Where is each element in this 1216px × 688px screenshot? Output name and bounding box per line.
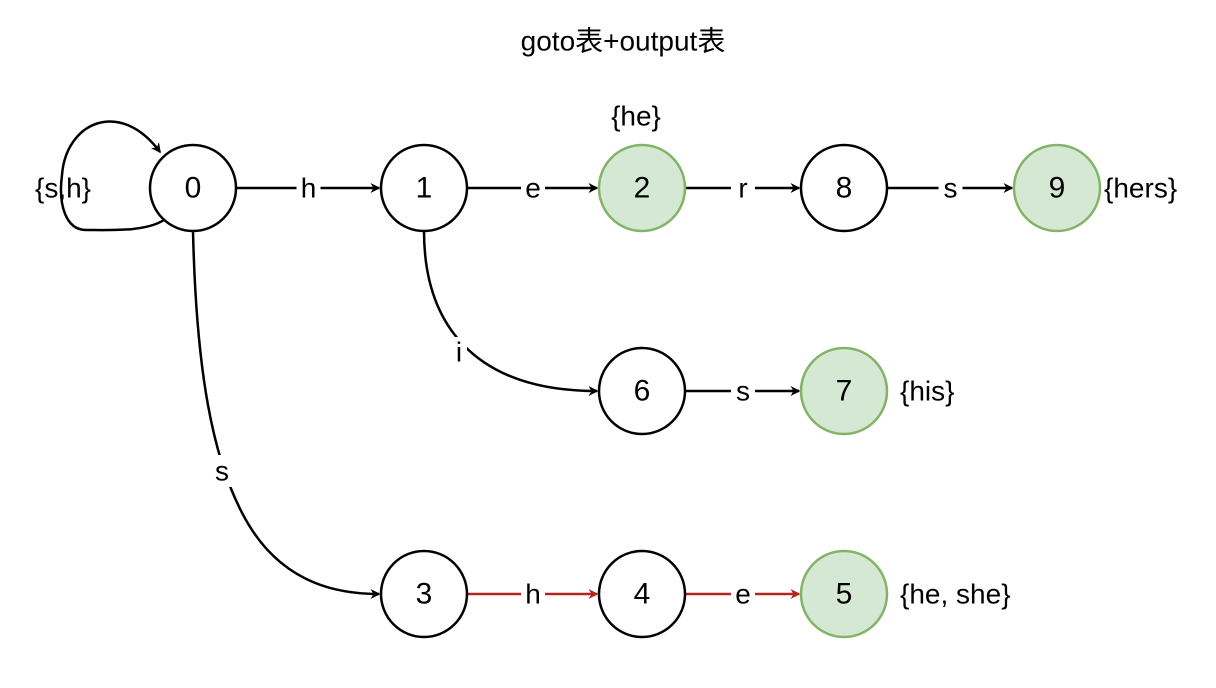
output-set-label-5: {he, she} (900, 579, 1011, 610)
edge-label: s (736, 376, 750, 407)
state-label: 5 (836, 578, 853, 611)
edge-label: e (735, 579, 751, 610)
edge-2-to-8: r (685, 173, 801, 204)
edge-label-background (521, 173, 545, 203)
state-label: 0 (185, 172, 202, 205)
edge-0-to-0: {s,h} (35, 120, 165, 232)
edge-label-background (731, 579, 755, 609)
edges-layer: {s,h} h e r s i s s h e (35, 120, 1014, 610)
edge-6-to-7: s (685, 376, 801, 407)
edge-label: s (944, 173, 958, 204)
state-node-3: 3 (379, 549, 469, 639)
edge-label-background (938, 173, 963, 203)
edge-4-to-5: e (685, 579, 801, 610)
state-node-2: 2 (597, 143, 687, 233)
state-node-1: 1 (379, 143, 469, 233)
edge-label: e (525, 173, 541, 204)
state-label: 2 (634, 172, 651, 205)
state-label: 3 (416, 578, 433, 611)
state-label: 7 (836, 375, 853, 408)
edge-label-background (731, 376, 755, 406)
output-state-circle (799, 346, 889, 436)
edge-label: {s,h} (35, 173, 91, 204)
state-circle (379, 143, 469, 233)
state-label: 9 (1049, 172, 1066, 205)
edge-label-background (521, 579, 545, 609)
state-node-6: 6 (597, 346, 687, 436)
output-state-circle (597, 143, 687, 233)
edge-label-background (451, 337, 467, 367)
state-label: 8 (836, 172, 853, 205)
edge-0-to-3: s (191, 230, 381, 599)
edge-label: i (456, 337, 462, 368)
state-label: 1 (416, 172, 433, 205)
state-node-0: 0 (148, 143, 238, 233)
output-state-circle (1012, 143, 1102, 233)
edge-label: r (738, 173, 747, 204)
state-circle (379, 549, 469, 639)
edge-label: h (525, 579, 541, 610)
edge-1-to-2: e (467, 173, 599, 204)
state-node-8: 8 (799, 143, 889, 233)
output-set-label-9: {hers} (1104, 173, 1177, 204)
edge-label-background (211, 455, 233, 487)
edge-0-to-1: h (236, 173, 381, 204)
output-state-circle (799, 549, 889, 639)
edge-3-to-4: h (467, 579, 599, 610)
state-node-4: 4 (597, 549, 687, 639)
state-circle (597, 346, 687, 436)
edge-label-background (731, 173, 755, 203)
state-node-9: 9 (1012, 143, 1102, 233)
edge-label: s (215, 456, 229, 487)
edge-line (191, 230, 381, 599)
edge-line (422, 230, 599, 396)
edge-1-to-6: i (422, 230, 599, 396)
output-set-label-2: {he} (611, 101, 661, 132)
edge-label: h (301, 173, 317, 204)
nodes-layer: 0 1 2 8 9 6 7 3 4 5 (148, 143, 1102, 639)
edge-line (59, 120, 165, 232)
state-circle (799, 143, 889, 233)
state-circle (597, 549, 687, 639)
state-node-5: 5 (799, 549, 889, 639)
outputs-layer: {he} {hers} {his} {he, she} (611, 101, 1177, 610)
state-label: 4 (634, 578, 651, 611)
state-circle (148, 143, 238, 233)
diagram-title: goto表+output表 (521, 26, 726, 57)
edge-8-to-9: s (887, 173, 1014, 204)
output-set-label-7: {his} (900, 376, 955, 407)
edge-label-background (296, 173, 321, 203)
state-node-7: 7 (799, 346, 889, 436)
state-label: 6 (634, 375, 651, 408)
